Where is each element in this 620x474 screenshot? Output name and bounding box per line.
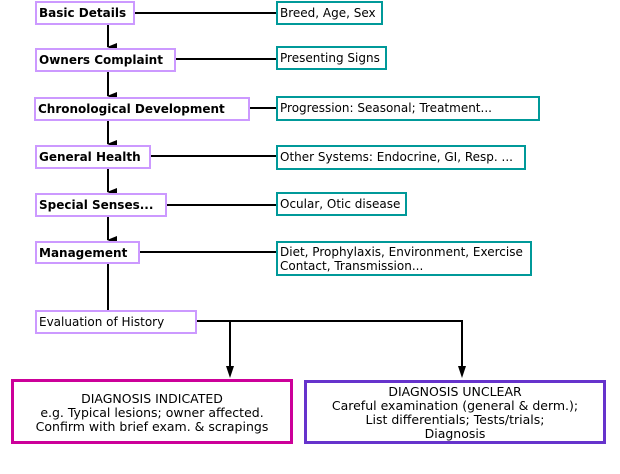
- detail-general-health: Other Systems: Endocrine, GI, Resp. ...: [276, 145, 526, 170]
- detail-management: Diet, Prophylaxis, Environment, Exercise…: [276, 241, 532, 276]
- arrow-head: [226, 366, 234, 378]
- detail-line: Contact, Transmission...: [280, 259, 424, 273]
- outcome-diagnosis-indicated: DIAGNOSIS INDICATED e.g. Typical lesions…: [11, 379, 293, 444]
- step-evaluation-of-history: Evaluation of History: [35, 310, 197, 334]
- outcome-line: e.g. Typical lesions; owner affected.: [40, 405, 264, 420]
- detail-basic-details: Breed, Age, Sex: [276, 1, 383, 25]
- step-chronological-development: Chronological Development: [34, 97, 250, 121]
- step-basic-details: Basic Details: [35, 1, 135, 25]
- arrow-head: [458, 366, 466, 378]
- detail-special-senses: Ocular, Otic disease: [276, 192, 407, 216]
- step-special-senses: Special Senses...: [35, 193, 167, 217]
- detail-chronological-development: Progression: Seasonal; Treatment...: [276, 96, 540, 121]
- outcome-line: List differentials; Tests/trials;: [365, 412, 545, 427]
- step-general-health: General Health: [35, 145, 151, 169]
- detail-line: Diet, Prophylaxis, Environment, Exercise: [280, 245, 523, 259]
- outcome-line: Confirm with brief exam. & scrapings: [35, 419, 269, 434]
- outcome-diagnosis-unclear: DIAGNOSIS UNCLEAR Careful examination (g…: [304, 380, 606, 444]
- outcome-line: Diagnosis: [424, 426, 486, 441]
- outcome-title: DIAGNOSIS INDICATED: [81, 391, 223, 406]
- detail-owners-complaint: Presenting Signs: [276, 46, 387, 70]
- connector: [196, 320, 463, 372]
- outcome-line: Careful examination (general & derm.);: [331, 398, 579, 413]
- step-owners-complaint: Owners Complaint: [35, 48, 176, 72]
- step-management: Management: [35, 241, 140, 264]
- outcome-title: DIAGNOSIS UNCLEAR: [388, 384, 522, 399]
